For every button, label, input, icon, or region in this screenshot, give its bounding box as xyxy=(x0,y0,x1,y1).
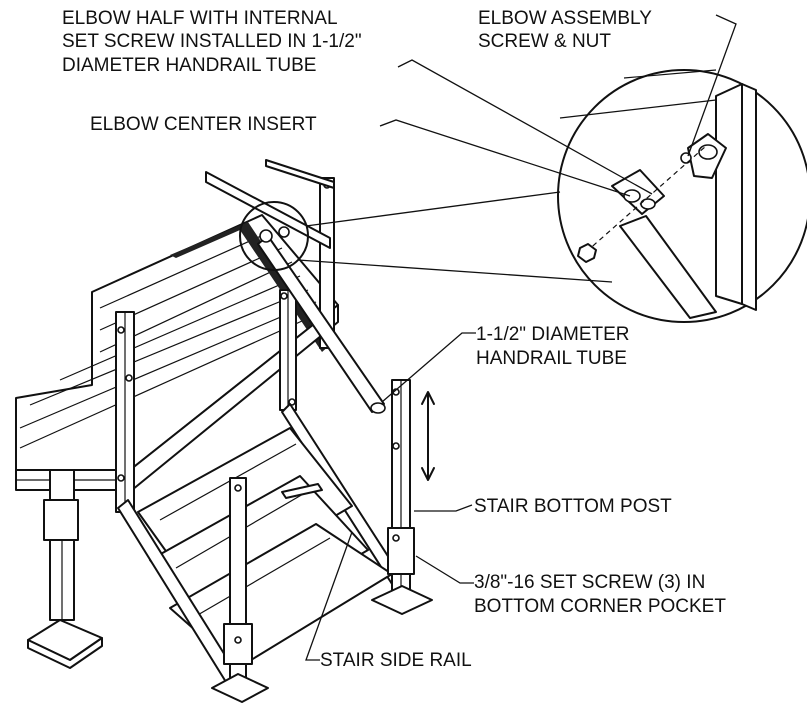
label-handrail-tube-line2: HANDRAIL TUBE xyxy=(476,348,627,369)
deck-leg xyxy=(27,469,103,669)
label-elbow-center-insert: ELBOW CENTER INSERT xyxy=(90,114,317,135)
upper-posts xyxy=(115,159,335,513)
label-stair-side-rail: STAIR SIDE RAIL xyxy=(320,650,472,671)
label-stair-bottom-post: STAIR BOTTOM POST xyxy=(474,496,672,517)
labels: ELBOW HALF WITH INTERNAL SET SCREW INSTA… xyxy=(62,8,726,671)
label-set-screw-line2: BOTTOM CORNER POCKET xyxy=(474,596,726,617)
label-elbow-half-line3: DIAMETER HANDRAIL TUBE xyxy=(62,55,316,76)
stair-assembly xyxy=(117,226,435,703)
label-elbow-assembly-line1: ELBOW ASSEMBLY xyxy=(478,8,652,29)
label-elbow-half-line2: SET SCREW INSTALLED IN 1-1/2" xyxy=(62,31,362,52)
detail-callout xyxy=(239,69,807,323)
label-elbow-half-line1: ELBOW HALF WITH INTERNAL xyxy=(62,8,338,29)
label-elbow-assembly-line2: SCREW & NUT xyxy=(478,31,611,52)
label-handrail-tube-line1: 1-1/2" DIAMETER xyxy=(476,324,630,345)
label-set-screw-line1: 3/8"-16 SET SCREW (3) IN xyxy=(474,572,705,593)
leader-lines xyxy=(305,14,737,661)
